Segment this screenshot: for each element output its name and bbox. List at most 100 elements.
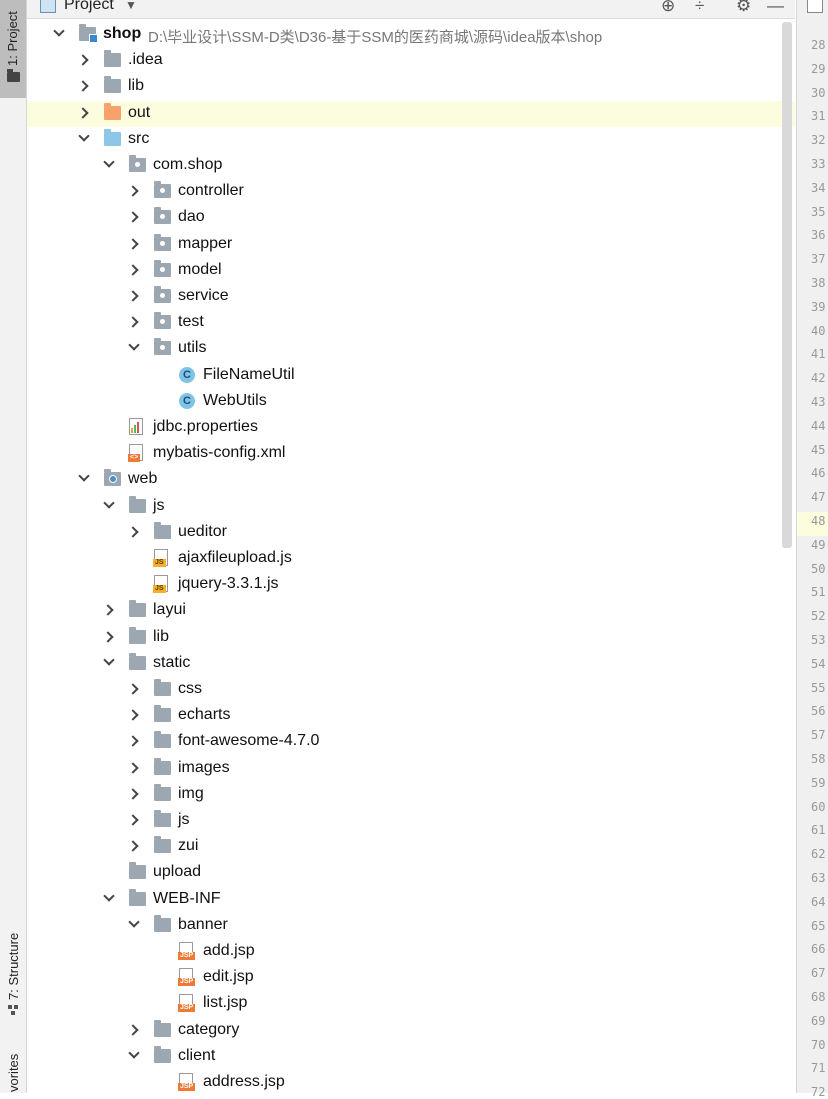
chevron-down-icon[interactable]	[103, 496, 115, 509]
tree-node[interactable]: src	[27, 127, 795, 153]
jsp-file-icon: JSP	[178, 942, 196, 960]
tree-node[interactable]: font-awesome-4.7.0	[27, 729, 795, 755]
line-number: 28	[811, 38, 826, 52]
chevron-right-icon[interactable]	[127, 840, 139, 852]
chevron-right-icon[interactable]	[127, 709, 139, 721]
tree-node[interactable]: css	[27, 677, 795, 703]
project-panel-header: Project ▼ ⊕ ÷ ⚙ —	[27, 0, 795, 19]
tree-scrollbar[interactable]	[782, 22, 792, 548]
chevron-right-icon[interactable]	[102, 630, 114, 643]
line-number: 59	[811, 775, 826, 790]
gear-icon[interactable]: ⚙	[736, 0, 752, 15]
current-line-highlight	[797, 512, 828, 536]
tree-node[interactable]: service	[27, 284, 795, 310]
locate-icon[interactable]: ⊕	[661, 0, 676, 15]
project-tool-tab[interactable]: 1: Project	[0, 0, 26, 98]
tree-node[interactable]: utils	[27, 336, 795, 362]
tree-node[interactable]: js	[27, 808, 795, 834]
tree-node-label: echarts	[178, 706, 231, 724]
tree-node[interactable]: zui	[27, 834, 795, 860]
chevron-right-icon[interactable]	[127, 237, 139, 250]
tree-node-label: jdbc.properties	[153, 418, 258, 435]
tree-node[interactable]: js	[27, 494, 795, 520]
chevron-down-icon[interactable]: ▼	[125, 0, 137, 12]
tree-node[interactable]: test	[27, 310, 795, 336]
chevron-down-icon[interactable]	[128, 1047, 140, 1059]
line-number: 30	[811, 85, 826, 100]
tree-node-label: client	[178, 1046, 216, 1064]
tree-node[interactable]: client	[27, 1044, 795, 1070]
panel-title[interactable]: Project	[64, 0, 114, 13]
chevron-right-icon[interactable]	[127, 1023, 139, 1036]
chevron-right-icon[interactable]	[127, 290, 139, 302]
tree-node[interactable]: dao	[27, 205, 795, 231]
tree-node[interactable]: lib	[27, 625, 795, 651]
chevron-down-icon[interactable]	[53, 25, 65, 37]
tree-node[interactable]: controller	[27, 179, 795, 205]
tree-node[interactable]: layui	[27, 598, 795, 624]
tree-node[interactable]: WEB-INF	[27, 887, 795, 913]
tree-node[interactable]: model	[27, 258, 795, 284]
line-number: 45	[811, 442, 826, 457]
tree-node[interactable]: <>mybatis-config.xml	[27, 441, 795, 467]
module-icon	[79, 24, 98, 43]
tree-node[interactable]: ueditor	[27, 520, 795, 546]
tree-node[interactable]: echarts	[27, 703, 795, 729]
tree-node[interactable]: images	[27, 756, 795, 782]
structure-tool-tab[interactable]: 7: Structure	[0, 922, 26, 1022]
chevron-down-icon[interactable]	[128, 916, 140, 928]
tree-node[interactable]: jdbc.properties	[27, 415, 795, 441]
chevron-right-icon[interactable]	[127, 211, 139, 224]
chevron-down-icon[interactable]	[103, 889, 115, 902]
tree-node[interactable]: banner	[27, 913, 795, 939]
chevron-down-icon[interactable]	[78, 130, 90, 142]
chevron-right-icon[interactable]	[127, 761, 139, 774]
chevron-right-icon[interactable]	[127, 683, 139, 695]
chevron-down-icon[interactable]	[78, 470, 90, 483]
chevron-right-icon[interactable]	[127, 735, 139, 748]
line-number: 47	[811, 490, 826, 505]
chevron-down-icon[interactable]	[103, 156, 115, 168]
tree-node[interactable]: .idea	[27, 48, 795, 74]
chevron-right-icon[interactable]	[77, 54, 89, 66]
line-number: 58	[811, 752, 826, 766]
folder-orange-icon	[104, 102, 121, 120]
tree-node[interactable]: out	[27, 100, 795, 127]
tree-node[interactable]: web	[27, 467, 795, 493]
minimize-icon[interactable]: —	[767, 0, 784, 15]
chevron-down-icon[interactable]	[103, 654, 115, 666]
chevron-right-icon[interactable]	[77, 106, 89, 119]
collapse-all-icon[interactable]: ÷	[695, 0, 705, 15]
tree-node[interactable]: static	[27, 651, 795, 677]
line-number: 39	[811, 299, 826, 314]
favorites-tool-tab[interactable]: vorites	[0, 1040, 26, 1093]
package-icon	[154, 338, 171, 356]
tree-node[interactable]: mapper	[27, 232, 795, 258]
line-number: 36	[811, 228, 826, 243]
tree-node[interactable]: com.shop	[27, 153, 795, 179]
chevron-right-icon[interactable]	[77, 80, 89, 93]
chevron-right-icon[interactable]	[102, 604, 114, 617]
chevron-right-icon[interactable]	[127, 526, 139, 538]
chevron-down-icon[interactable]	[128, 339, 140, 352]
chevron-right-icon[interactable]	[127, 185, 139, 197]
tree-node[interactable]: category	[27, 1018, 795, 1044]
line-number: 56	[811, 704, 826, 719]
chevron-right-icon[interactable]	[127, 316, 139, 328]
tree-node[interactable]: lib	[27, 74, 795, 100]
chevron-right-icon[interactable]	[127, 788, 139, 800]
chevron-right-icon[interactable]	[127, 814, 139, 826]
tree-node[interactable]: img	[27, 782, 795, 808]
chevron-right-icon[interactable]	[127, 264, 139, 276]
tree-node[interactable]: upload	[27, 860, 795, 886]
